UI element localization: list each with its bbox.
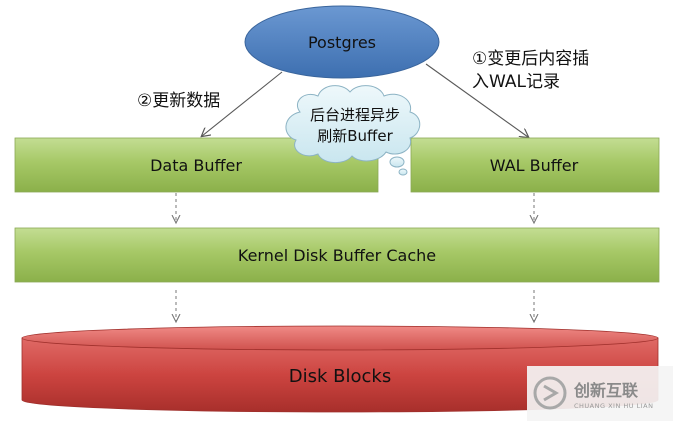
update-data-label: ②更新数据	[137, 91, 220, 111]
disk-blocks-label: Disk Blocks	[289, 366, 391, 387]
wal-record-label-line1: ①变更后内容插	[472, 49, 589, 69]
cloud-label-line2: 刷新Buffer	[317, 127, 393, 145]
watermark-logo-icon	[533, 376, 567, 410]
postgres-label: Postgres	[308, 33, 376, 52]
async-flush-cloud: 后台进程异步 刷新Buffer	[285, 85, 421, 176]
cloud-label-line1: 后台进程异步	[310, 106, 400, 124]
arrow-postgres-to-data-buffer	[202, 71, 283, 136]
disk-blocks-cylinder: Disk Blocks	[21, 325, 659, 413]
data-buffer-box: Data Buffer	[14, 137, 379, 193]
watermark-name: 创新互联	[573, 381, 638, 400]
watermark-pinyin: CHUANG XIN HU LIAN	[574, 402, 653, 410]
data-buffer-label: Data Buffer	[150, 156, 242, 175]
kernel-cache-box: Kernel Disk Buffer Cache	[14, 227, 660, 283]
wal-buffer-label: WAL Buffer	[490, 156, 579, 175]
kernel-cache-label: Kernel Disk Buffer Cache	[238, 246, 436, 265]
watermark: 创新互联 CHUANG XIN HU LIAN	[527, 366, 673, 421]
arrow-postgres-to-wal-buffer	[425, 63, 528, 137]
wal-record-label-line2: 入WAL记录	[472, 72, 560, 92]
postgres-node: Postgres	[244, 5, 440, 79]
wal-buffer-box: WAL Buffer	[410, 137, 660, 193]
